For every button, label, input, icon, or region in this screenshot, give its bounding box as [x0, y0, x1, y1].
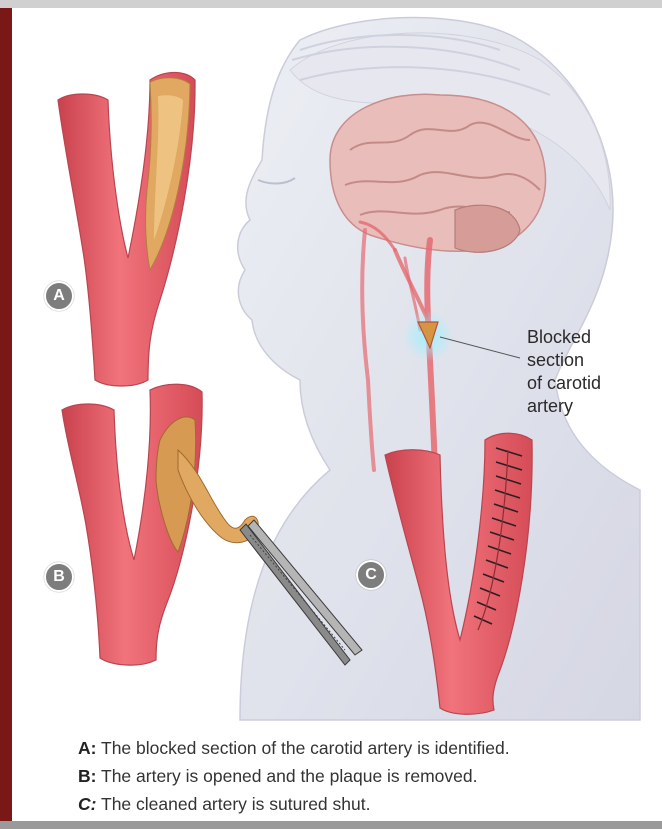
- bottom-page-edge: [0, 821, 662, 829]
- left-page-edge: [0, 0, 12, 829]
- caption-text: The cleaned artery is sutured shut.: [96, 794, 370, 814]
- caption-text: The blocked section of the carotid arter…: [96, 738, 509, 758]
- step-badge-a: A: [44, 281, 74, 311]
- caption-letter: A:: [78, 738, 96, 758]
- brain: [330, 94, 546, 252]
- step-badge-c: C: [356, 560, 386, 590]
- caption-a: A: The blocked section of the carotid ar…: [78, 734, 648, 762]
- caption-letter: C:: [78, 794, 96, 814]
- step-captions: A: The blocked section of the carotid ar…: [78, 734, 648, 818]
- callout-line: artery: [527, 395, 637, 418]
- top-page-edge: [0, 0, 662, 8]
- callout-line: section: [527, 349, 637, 372]
- step-badge-b: B: [44, 562, 74, 592]
- blocked-section-callout: Blocked section of carotid artery: [527, 326, 637, 418]
- callout-line: of carotid: [527, 372, 637, 395]
- caption-c: C: The cleaned artery is sutured shut.: [78, 790, 648, 818]
- caption-text: The artery is opened and the plaque is r…: [96, 766, 477, 786]
- caption-b: B: The artery is opened and the plaque i…: [78, 762, 648, 790]
- artery-panel-a: [58, 73, 195, 387]
- callout-line: Blocked: [527, 326, 637, 349]
- caption-letter: B:: [78, 766, 96, 786]
